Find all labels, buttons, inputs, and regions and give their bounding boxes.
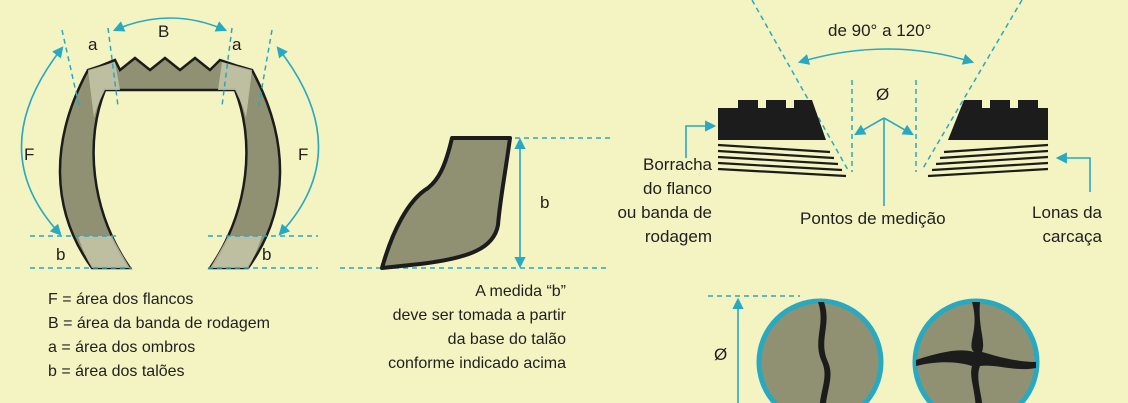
caption-line: da base do talão [448,331,566,348]
label-line: carcaça [1042,227,1102,246]
legend-item: b = área dos talões [48,363,185,380]
tread-left [718,100,826,140]
label-F-left: F [24,145,34,164]
label-a-right: a [232,35,242,54]
label-line: Lonas da [1032,203,1102,222]
label-line: Borracha [643,155,713,174]
shoulder-right-zone [218,62,252,118]
label-line: ou banda de [617,203,712,222]
pointer-left [685,120,717,158]
label-b-bead: b [540,193,549,212]
diameter-symbol-cut: Ø [876,85,889,104]
label-line: do flanco [643,179,712,198]
plies-right [927,143,1049,178]
label-b-right: b [262,245,271,264]
crack-straight [818,302,831,403]
legend: F = área dos flancos B = área da banda d… [48,291,270,380]
caption-line: deve ser tomada a partir [393,307,567,324]
bead-shape [380,136,512,270]
diameter-symbol-damage: Ø [714,345,727,364]
label-measurement-points: Pontos de medição [800,209,946,228]
bead-detail: b A medida “b” deve ser tomada a partir … [340,136,610,372]
arrow-B [112,17,228,32]
damage-detail: Ø [708,295,1040,403]
plies-left [717,143,847,178]
angle-label: de 90° a 120° [828,21,931,40]
label-plies: Lonas da carcaça [1032,203,1102,246]
bead-left-zone [78,236,130,268]
label-rubber: Borracha do flanco ou banda de rodagem [617,155,712,246]
label-B: B [158,22,169,41]
bead-caption: A medida “b” deve ser tomada a partir da… [388,283,567,372]
label-line: rodagem [645,227,712,246]
label-a-left: a [88,35,98,54]
arrow-F-left [20,46,64,236]
legend-item: B = área da banda de rodagem [48,315,270,332]
shoulder-left-zone [88,62,120,118]
caption-line: A medida “b” [475,283,566,300]
label-F-right: F [298,145,308,164]
tread-right [948,100,1048,140]
tire-cross-section: B a a F F b b F = área dos flancos B = á… [20,17,320,380]
legend-item: a = área dos ombros [48,339,195,356]
crack-cross [916,302,1036,403]
caption-line: conforme indicado acima [388,355,566,372]
bead-right-zone [210,236,262,268]
label-b-left: b [56,245,65,264]
cut-measurement-detail: de 90° a 120° Ø Borra [617,0,1103,246]
pointer-right [1055,152,1091,192]
arrow-F-right [276,46,320,236]
legend-item: F = área dos flancos [48,291,193,308]
angle-arrow [797,48,975,65]
